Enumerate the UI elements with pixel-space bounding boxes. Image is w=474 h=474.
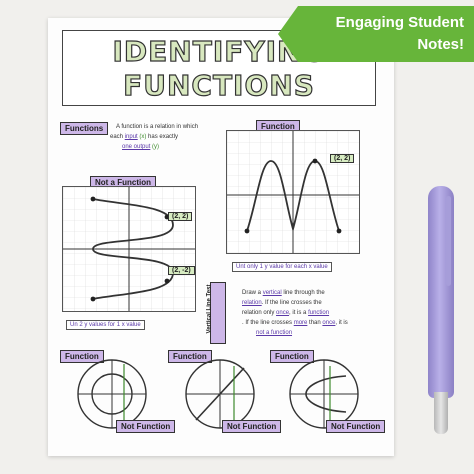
pen-clip [446, 196, 451, 286]
vlt-hand: function [308, 310, 330, 316]
vertical-line-test-label: Vertical Line Test [206, 284, 213, 334]
vlt-text: relation only [242, 310, 275, 316]
not-function-point-1: (2, 2) [168, 212, 193, 221]
circle-1-svg [77, 359, 147, 429]
vlt-line-5: not a function [256, 330, 292, 336]
pen-tip [434, 392, 448, 434]
end-point [90, 296, 96, 302]
circle-1-not-function-tag: Not Function [116, 420, 176, 433]
vertical-line-test-tab [210, 282, 226, 344]
end-point [90, 196, 96, 202]
circle-3-function-tag: Function [270, 350, 314, 363]
vlt-text: Draw a [242, 290, 262, 296]
title-line-2: FUNCTIONS [123, 68, 315, 102]
end-point [244, 228, 250, 234]
def-hand-x: (x) [139, 134, 147, 140]
vlt-line-3: relation only once, it is a function [242, 310, 329, 316]
definition-line-2: each input (x) has exactly [110, 134, 178, 140]
def-text: each [110, 134, 124, 140]
vlt-text: line through the [283, 290, 325, 296]
vlt-hand: not a function [256, 330, 293, 336]
circle-2-svg [185, 359, 255, 429]
labeled-point [312, 158, 318, 164]
promo-banner: Engaging Student Notes! [278, 6, 474, 62]
function-caption: Unt only 1 y value for each x value [232, 262, 332, 272]
labeled-point [164, 278, 170, 284]
vlt-hand: vertical [262, 290, 282, 296]
function-point-label: (2, 2) [330, 154, 355, 163]
sideways-parabola [305, 375, 347, 413]
relation-curve [92, 198, 174, 300]
def-hand-input: input [124, 134, 138, 140]
definition-line-1: A function is a relation in which [116, 124, 199, 130]
vlt-text: than [309, 320, 321, 326]
definition-line-3: one output (y) [122, 144, 159, 150]
not-a-function-graph [62, 186, 196, 312]
functions-tag: Functions [60, 122, 109, 135]
vlt-hand: more [293, 320, 308, 326]
def-hand-y: (y) [152, 144, 160, 150]
diagonal-line [195, 367, 245, 421]
circle-1-function-tag: Function [60, 350, 104, 363]
vlt-text: , it is a [289, 310, 307, 316]
circle-3 [276, 358, 372, 430]
circle-1 [64, 358, 160, 430]
vlt-hand: once [276, 310, 290, 316]
vlt-line-1: Draw a vertical line through the [242, 290, 325, 296]
banner-line-1: Engaging Student [335, 14, 464, 31]
function-curve [246, 160, 340, 233]
circle-2-function-tag: Function [168, 350, 212, 363]
vlt-hand: relation [242, 300, 262, 306]
vlt-text: . If the line crosses [242, 320, 293, 326]
def-text-2: has exactly [148, 134, 179, 140]
vlt-text: . If the line crosses the [261, 300, 322, 306]
circle-3-not-function-tag: Not Function [326, 420, 386, 433]
vlt-line-2: relation. If the line crosses the [242, 300, 322, 306]
circle-3-svg [289, 359, 359, 429]
function-graph-svg [227, 131, 359, 253]
circle-2-not-function-tag: Not Function [222, 420, 282, 433]
vlt-line-4: . If the line crosses more than once, it… [242, 320, 348, 326]
banner-line-2: Notes! [417, 36, 464, 53]
function-graph [226, 130, 360, 254]
vlt-hand: once [322, 320, 336, 326]
circle-2 [172, 358, 268, 430]
end-point [336, 228, 342, 234]
not-function-caption: Un 2 y values for 1 x value [66, 320, 145, 330]
vlt-text: , it is [335, 320, 348, 326]
def-hand-output: one output [122, 144, 151, 150]
not-function-point-2: (2, -2) [168, 266, 195, 275]
not-a-function-svg [63, 187, 195, 311]
